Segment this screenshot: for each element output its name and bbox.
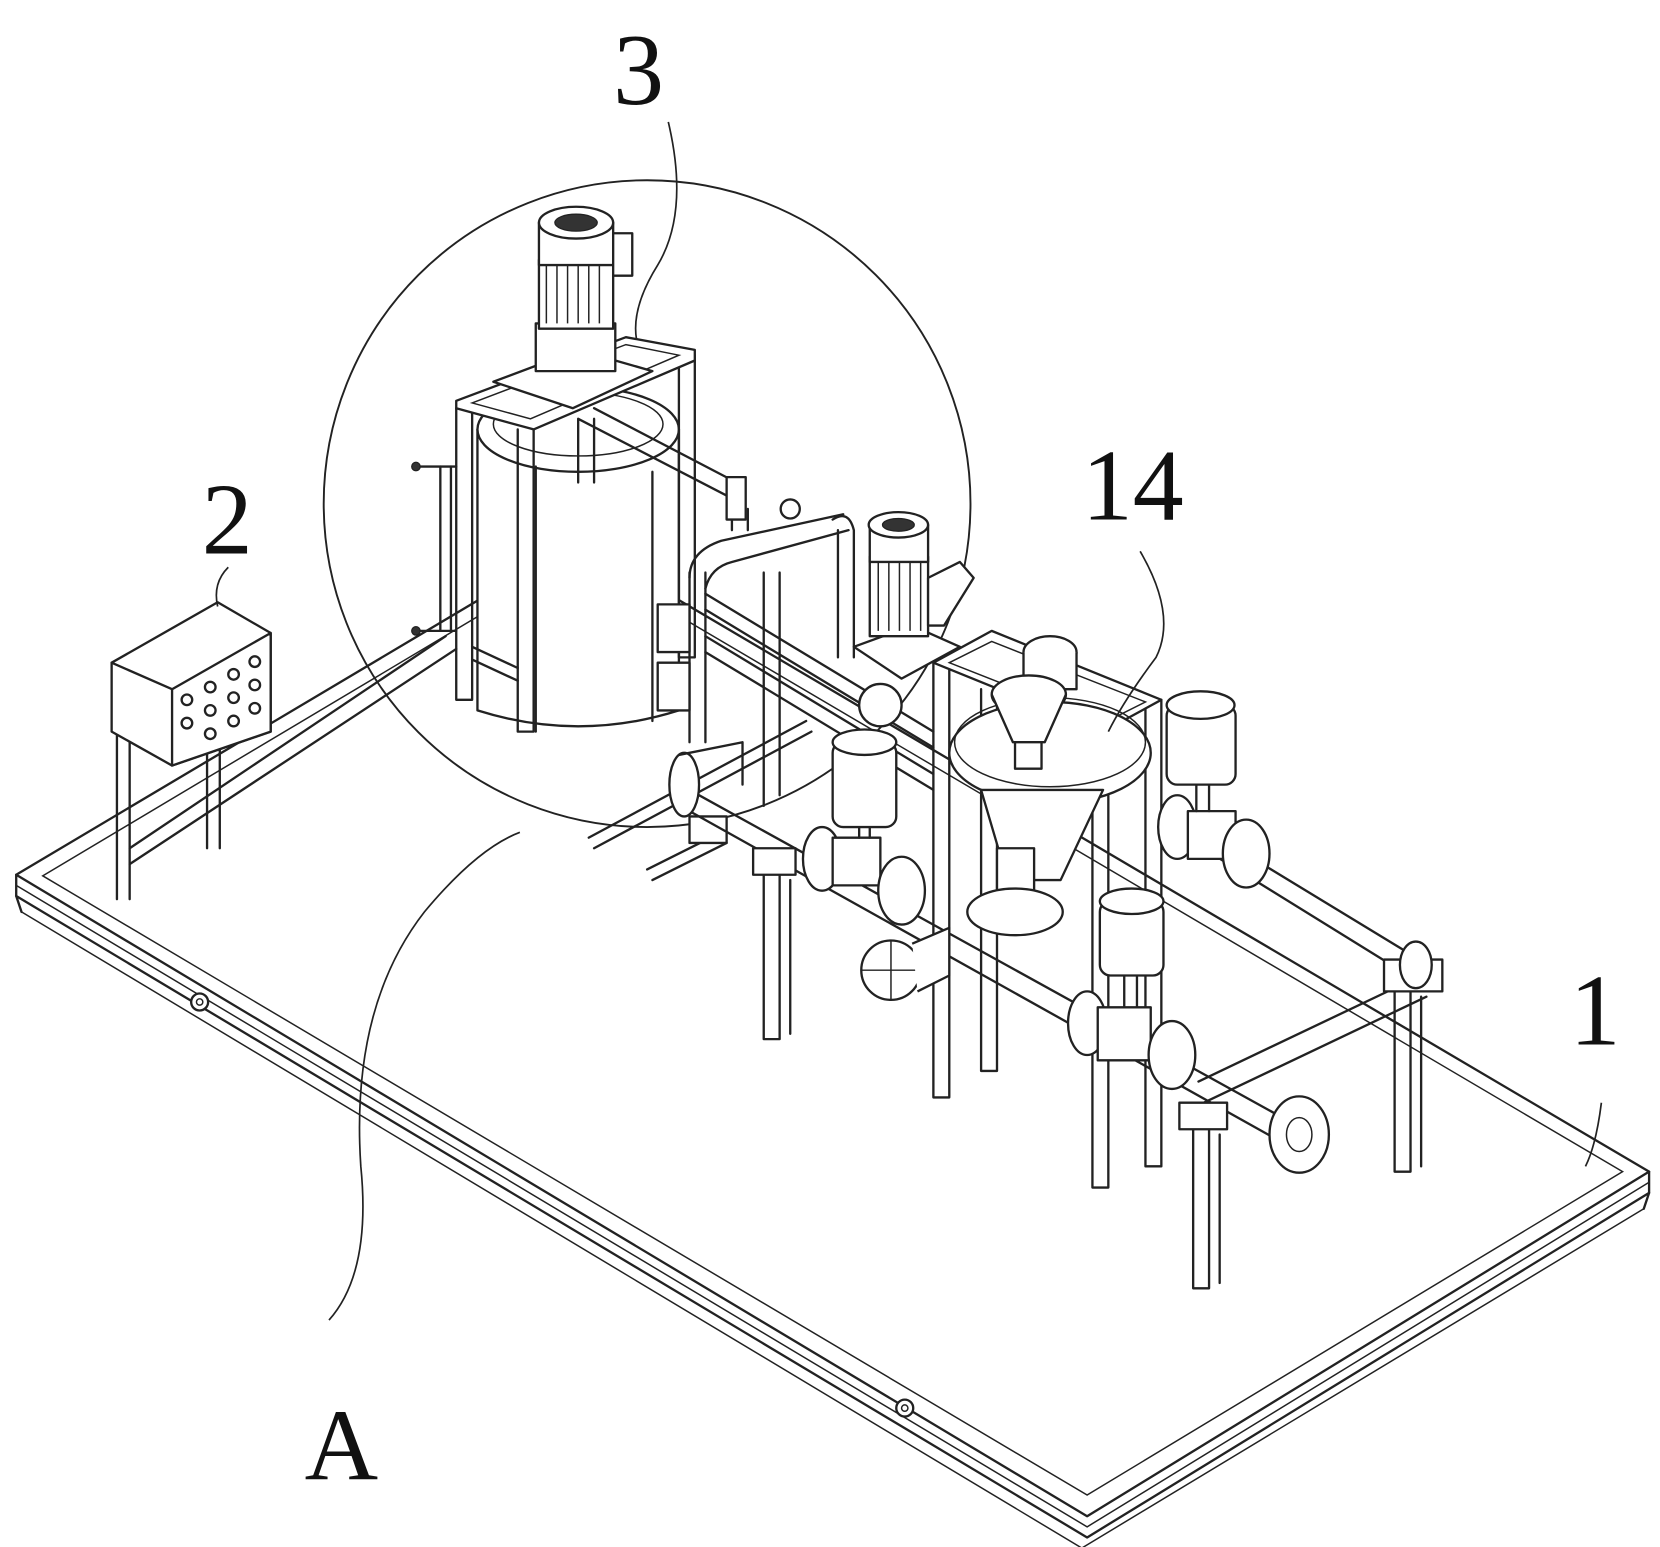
pump-motor [854, 512, 974, 726]
label-base-frame: 1 [1570, 954, 1621, 1067]
label-detail-a: A [305, 1389, 379, 1502]
label-control-box: 2 [202, 463, 253, 576]
label-filter: 14 [1082, 430, 1184, 543]
valve-2 [1158, 691, 1269, 887]
label-mixing-tank: 3 [613, 14, 664, 127]
tank-motor [493, 207, 652, 408]
